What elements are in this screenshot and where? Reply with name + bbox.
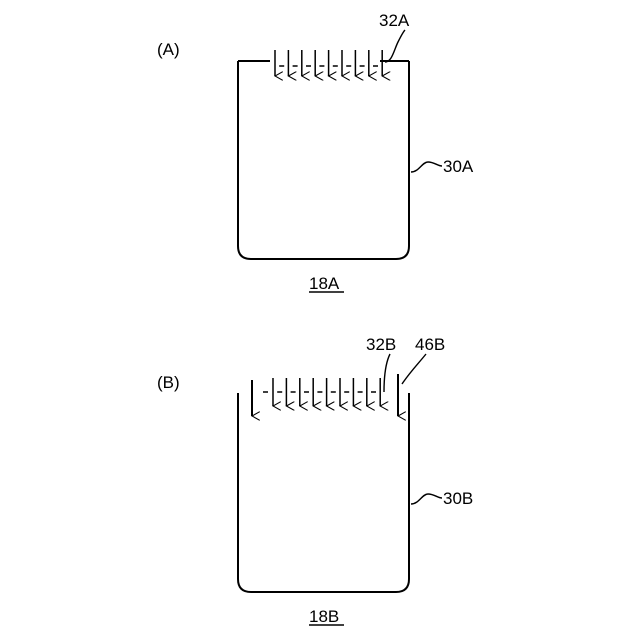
inflow-label-b: 46B <box>415 335 445 354</box>
liquid-label-b: 32B <box>366 335 396 354</box>
container-label-a: 30A <box>443 157 474 176</box>
liquid-label-a: 32A <box>379 11 410 30</box>
leader-32a <box>385 30 405 62</box>
leader-46b <box>402 354 426 384</box>
panel-b-label: (B) <box>157 373 180 392</box>
panel-a-label: (A) <box>157 40 180 59</box>
figure-label-b: 18B <box>309 607 339 626</box>
figure-label-a: 18A <box>309 274 340 293</box>
leader-32b <box>384 354 390 392</box>
leader-30a <box>411 162 442 172</box>
panel-b: (B) 32B 46B 30B 18B <box>157 335 473 626</box>
flow-arrows-b <box>263 378 380 406</box>
panel-a: (A) 32A 30A 18A <box>157 11 474 293</box>
container-a <box>238 61 409 259</box>
leader-30b <box>411 494 442 504</box>
container-b <box>238 393 409 592</box>
container-label-b: 30B <box>443 489 473 508</box>
flow-arrows-a <box>275 50 382 76</box>
